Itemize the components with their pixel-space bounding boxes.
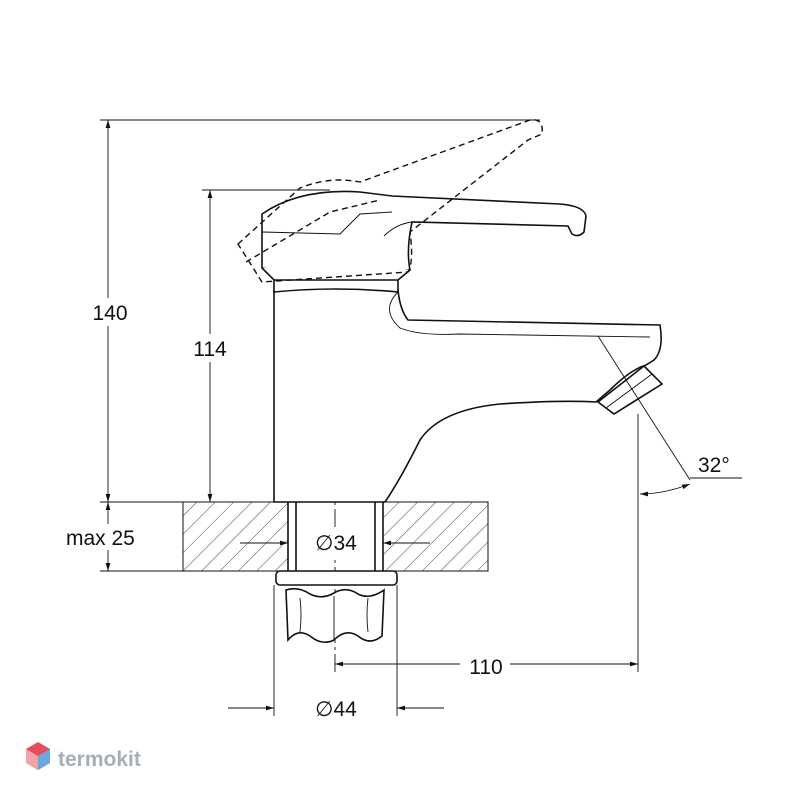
termokit-logo-icon: [26, 742, 50, 770]
dim-total-height: 140: [86, 119, 540, 503]
spout-angle-label: 32°: [698, 454, 730, 477]
base-diameter-label: ∅44: [315, 698, 357, 721]
fixing-nut: [275, 570, 398, 644]
faucet-body: [261, 190, 664, 503]
max-thickness-label: max 25: [66, 527, 135, 550]
termokit-brand-text: termokit: [58, 748, 141, 771]
handle-raised-outline: [237, 119, 543, 283]
dim-base-diameter: ∅44: [228, 585, 444, 721]
spout-height-label: 114: [193, 338, 227, 361]
dim-spout-angle: 32°: [597, 335, 742, 497]
spout-reach-label: 110: [469, 656, 502, 679]
termokit-watermark: termokit: [26, 742, 141, 771]
dim-spout-height: 114: [188, 189, 330, 502]
countertop: [182, 480, 489, 672]
dim-spout-reach: 110: [335, 414, 639, 679]
dim-max-thickness: max 25: [64, 502, 183, 572]
dim-hole-diameter: ∅34: [240, 528, 430, 556]
hole-diameter-label: ∅34: [315, 532, 357, 555]
total-height-label: 140: [92, 302, 127, 325]
